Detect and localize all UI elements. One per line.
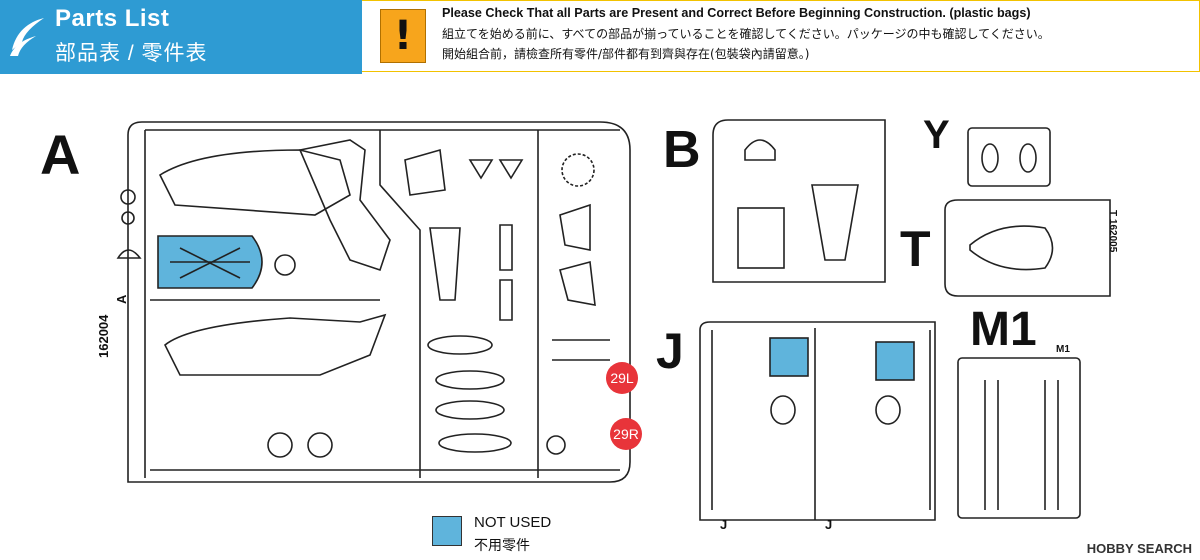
notice-english: Please Check That all Parts are Present … [442, 6, 1031, 20]
legend-swatch [432, 516, 462, 546]
legend-label-cn: 不用零件 [474, 538, 530, 554]
sprue-code-j1: J [720, 517, 728, 532]
callout-29l: 29L [606, 362, 638, 394]
sprue-code-j2: J [825, 517, 833, 532]
warning-icon: ! [380, 9, 426, 63]
page-subtitle: 部品表 / 零件表 [55, 42, 208, 65]
sprue-a-frame [127, 121, 631, 483]
header: Parts List 部品表 / 零件表 ! Please Check That… [0, 0, 1200, 74]
callout-29r: 29R [610, 418, 642, 450]
sprue-j-frame [699, 321, 936, 521]
sprue-code-t: T 162005 [1107, 210, 1118, 253]
fuselage-top-part [158, 149, 351, 216]
notice-chinese: 開始組合前，請檢查所有零件/部件都有到齊與存在(包裝袋內請留意。) [442, 47, 810, 61]
sprue-code-a-letter: A [114, 294, 129, 304]
sprue-label-y: Y [923, 113, 950, 157]
sprue-y-frame [967, 127, 1051, 187]
sprue-code-a: 162004 [96, 314, 111, 358]
page-title: Parts List [55, 5, 170, 32]
legend-label-en: NOT USED [474, 514, 552, 531]
sprue-t-frame [944, 199, 1111, 297]
sprue-label-j: J [656, 323, 684, 379]
sprue-label-t: T [900, 221, 931, 277]
sprue-label-b: B [663, 121, 701, 179]
sprue-m1-frame [957, 357, 1081, 519]
notice-block: ! Please Check That all Parts are Presen… [362, 0, 1200, 72]
sprue-code-m1: M1 [1056, 344, 1070, 355]
not-used-part-j2 [875, 341, 915, 381]
fuselage-bottom-part [163, 313, 387, 376]
not-used-part-a [157, 235, 263, 289]
sprue-b-frame [712, 119, 886, 283]
sprue-label-a: A [40, 123, 81, 186]
not-used-part-j1 [769, 337, 809, 377]
title-block: Parts List 部品表 / 零件表 [0, 0, 362, 74]
notice-japanese: 組立てを始める前に、すべての部品が揃っていることを確認してください。パッケージの… [442, 27, 1050, 41]
sprue-label-m1: M1 [970, 303, 1037, 356]
watermark: HOBBY SEARCH [1086, 541, 1192, 556]
brand-logo-icon [10, 18, 44, 56]
